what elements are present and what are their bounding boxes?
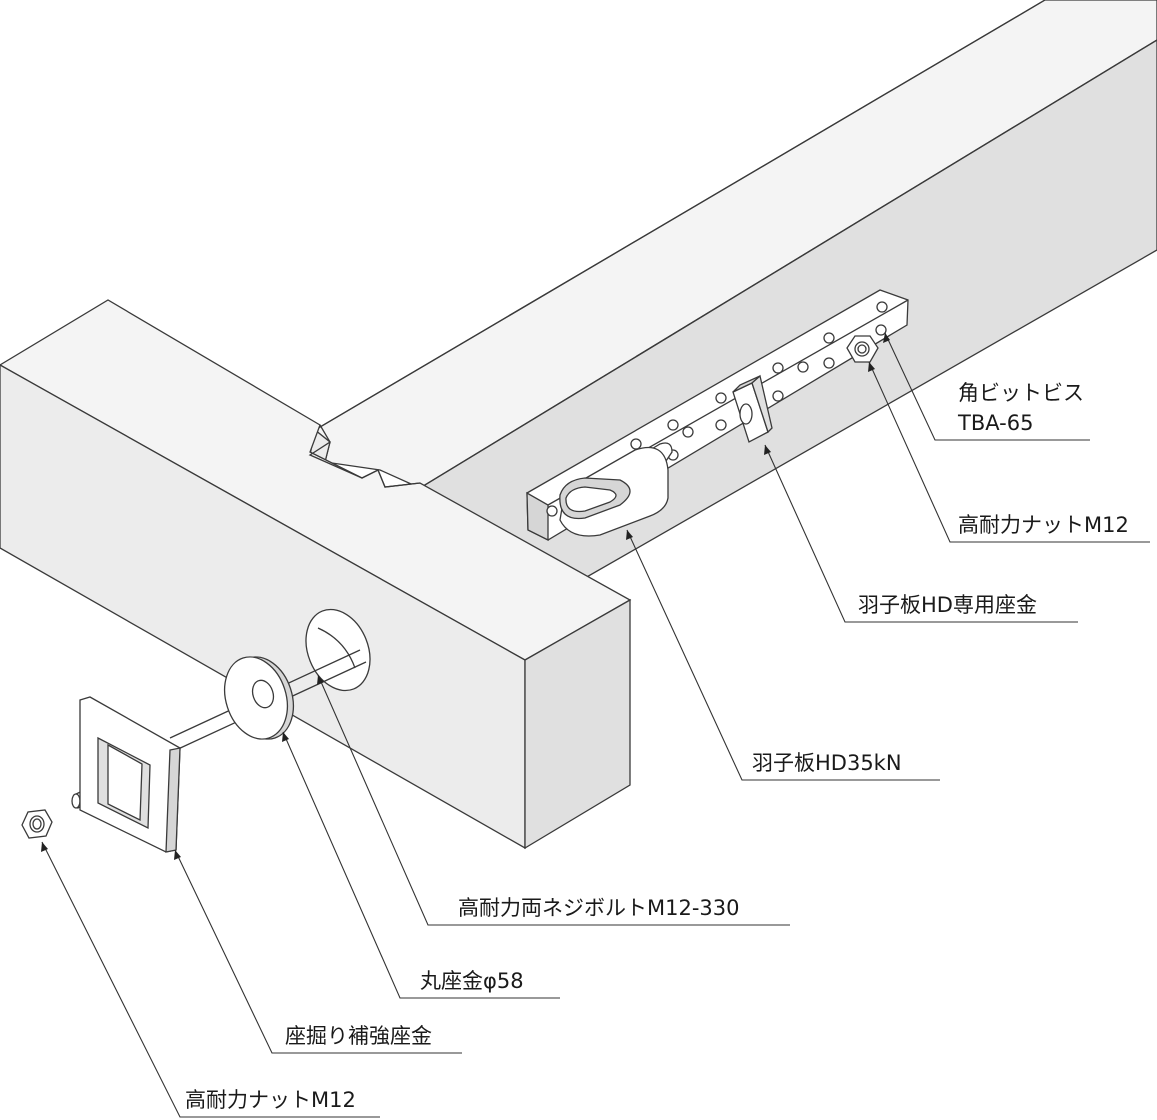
label-hd-washer: 羽子板HD専用座金 (858, 593, 1037, 617)
label-nut-right: 高耐力ナットM12 (958, 513, 1129, 537)
nut-left (21, 809, 53, 839)
label-kaku-bit-screw-line1: 角ビットビス (958, 381, 1084, 405)
reinforcement-washer (79, 696, 181, 853)
bolt-hole (305, 608, 371, 692)
screw-holes (546, 301, 888, 517)
label-hd-plate: 羽子板HD35kN (752, 751, 902, 775)
label-round-washer: 丸座金φ58 (420, 969, 524, 993)
label-bolt: 高耐力両ネジボルトM12-330 (458, 896, 740, 920)
label-kaku-bit-screw-line2: TBA-65 (958, 411, 1034, 435)
round-washer (224, 656, 294, 740)
nut-right (846, 335, 879, 363)
cross-beam (0, 299, 632, 850)
leader-lines (41, 332, 1150, 1118)
label-nut-left: 高耐力ナットM12 (185, 1088, 356, 1112)
label-reinforce-washer: 座掘り補強座金 (285, 1024, 432, 1048)
hd-sleeve (559, 446, 669, 537)
long-beam (309, 0, 1157, 579)
hd-washer (732, 374, 773, 443)
